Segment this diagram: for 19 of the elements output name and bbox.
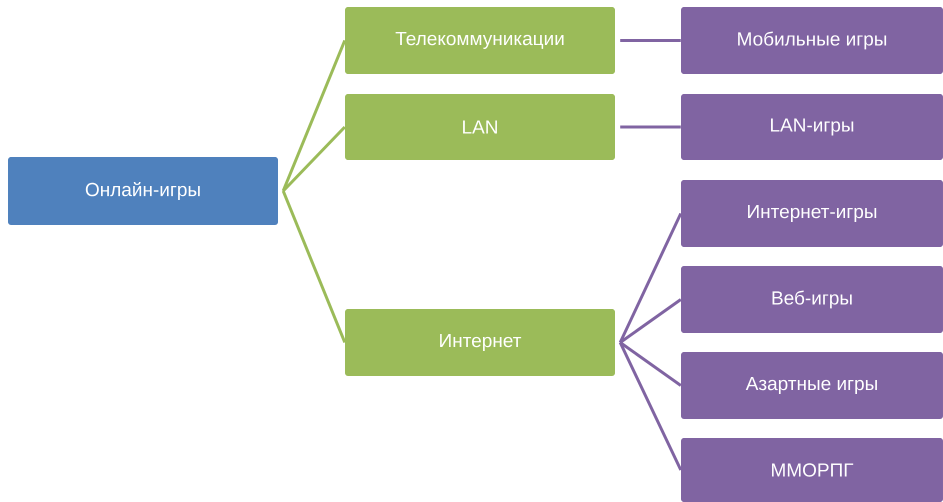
category-box: Телекоммуникации xyxy=(345,7,615,74)
connector-line xyxy=(618,342,682,471)
category-box: Азартные игры xyxy=(681,352,943,419)
connector-line xyxy=(620,125,681,128)
category-box: Мобильные игры xyxy=(681,7,943,74)
connector-line xyxy=(282,126,346,192)
category-box: Интернет-игры xyxy=(681,180,943,247)
connector-line xyxy=(619,341,682,387)
connector-line xyxy=(282,40,346,192)
connector-line xyxy=(618,212,682,344)
connector-line xyxy=(619,298,682,344)
category-box: ММОРПГ xyxy=(681,438,943,502)
connector-line xyxy=(620,39,681,42)
category-box: LAN-игры xyxy=(681,94,943,160)
connector-line xyxy=(282,190,346,344)
category-box: Веб-игры xyxy=(681,266,943,333)
category-box: Онлайн-игры xyxy=(8,157,278,225)
category-box: Интернет xyxy=(345,308,615,376)
category-box: LAN xyxy=(345,94,615,160)
